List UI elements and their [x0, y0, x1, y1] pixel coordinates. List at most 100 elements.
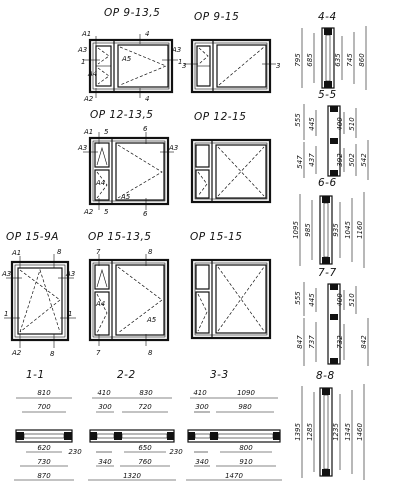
dim-4-4-745: 745 [346, 53, 354, 67]
mark-7-op15-top: 7 [96, 248, 101, 256]
mark-6-op12-top: 6 [143, 125, 148, 133]
dim-1-1-620: 620 [37, 444, 51, 452]
window-op9-15: 3 3 [182, 38, 280, 94]
title-section-1-1: 1-1 [26, 369, 45, 381]
mark-5-op12-top: 5 [104, 128, 109, 136]
title-op15-15: ОР 15-15 [190, 231, 242, 243]
dim-1-1-810: 810 [37, 389, 51, 397]
mark-5-op12-bottom: 5 [104, 208, 109, 216]
dim-7-7-400: 400 [336, 293, 344, 307]
window-op12-13-5: А1 А3 А4 А2 А5 А3 5 5 6 6 [77, 125, 178, 218]
dim-3-3-340: 340 [195, 458, 209, 466]
title-section-4-4: 4-4 [318, 11, 337, 23]
dim-6-6-1160: 1160 [356, 221, 364, 239]
dim-8-8-1345: 1345 [344, 423, 352, 441]
dim-4-4-860: 860 [358, 53, 366, 67]
dim-6-6-935: 935 [332, 223, 340, 237]
mark-a4-op15: А4 [95, 300, 105, 308]
mark-a5-op15: А5 [146, 316, 157, 324]
mark-a4-op12: А4 [95, 179, 105, 187]
dim-8-8-1460: 1460 [356, 423, 364, 441]
dim-8-8-1285: 1285 [306, 423, 314, 441]
mark-a4-op9: А4 [87, 70, 97, 78]
dim-5-5-502: 502 [348, 153, 356, 167]
title-section-2-2: 2-2 [117, 369, 136, 381]
dim-5-5-437: 437 [308, 153, 316, 167]
section-2-2: 410 830 300 720 230 650 340 760 1320 [68, 389, 176, 481]
title-section-8-8: 8-8 [316, 370, 335, 382]
dim-3-3-1470: 1470 [225, 472, 243, 480]
mark-a3-op9-right: А3 [171, 46, 181, 54]
mark-8-op15-bottom: 8 [148, 349, 153, 357]
mark-1-op15-9a-right: 1 [68, 310, 72, 318]
dim-3-3-300: 300 [195, 403, 209, 411]
title-op15-13-5: ОР 15-13,5 [88, 231, 151, 243]
dim-2-2-300: 300 [98, 403, 112, 411]
mark-4-op9-bottom: 4 [145, 95, 149, 103]
dim-2-2-1320: 1320 [123, 472, 141, 480]
mark-1-op15-9a-left: 1 [4, 310, 8, 318]
mark-1-op9-right: 1 [178, 58, 182, 66]
section-6-6: 1095 985 935 1045 1160 [292, 192, 365, 268]
dim-1-1-730: 730 [37, 458, 51, 466]
mark-3-op9-15-left: 3 [182, 62, 186, 70]
dim-5-5-542: 542 [360, 153, 368, 167]
mark-a3-op15-9a-right: А3 [65, 270, 75, 278]
section-7-7: 555 445 400 510 847 737 732 842 [294, 282, 369, 366]
window-op15-15 [190, 258, 272, 340]
section-3-3: 410 1090 300 980 230 800 340 910 1470 [169, 389, 282, 481]
section-8-8: 1395 1285 1235 1345 1460 [294, 384, 365, 480]
dim-3-3-910: 910 [239, 458, 253, 466]
dim-7-7-847: 847 [296, 335, 304, 349]
dim-3-3-230: 230 [169, 448, 183, 456]
title-op9-13-5: ОР 9-13,5 [104, 7, 160, 19]
window-op15-13-5: А4 А5 7 7 8 8 [88, 248, 170, 357]
dim-2-2-830: 830 [139, 389, 153, 397]
mark-a3-op9-left: А3 [77, 46, 87, 54]
mark-a2-op9: А2 [83, 95, 94, 103]
dim-3-3-980: 980 [238, 403, 252, 411]
dim-2-2-410: 410 [97, 389, 111, 397]
section-1-1: 810 700 620 730 870 [14, 389, 74, 481]
dim-1-1-700: 700 [37, 403, 51, 411]
dim-6-6-985: 985 [304, 223, 312, 237]
dim-7-7-555: 555 [294, 291, 302, 305]
dim-7-7-732: 732 [336, 335, 344, 349]
mark-a1-op12: А1 [83, 128, 93, 136]
mark-7-op15-bottom: 7 [96, 349, 101, 357]
window-op15-9a: А1 А3 А3 1 1 А2 8 8 [1, 248, 76, 358]
window-op12-15 [190, 138, 272, 204]
dim-6-6-1045: 1045 [344, 221, 352, 239]
dim-5-5-392: 392 [336, 153, 344, 167]
mark-a1-op15-9a: А1 [11, 249, 21, 257]
mark-6-op12-bottom: 6 [143, 210, 148, 218]
dim-8-8-1395: 1395 [294, 423, 302, 441]
dim-1-1-870: 870 [37, 472, 51, 480]
dim-6-6-1095: 1095 [292, 221, 300, 239]
title-section-7-7: 7-7 [318, 267, 337, 279]
mark-a5-op12: А5 [120, 193, 131, 201]
dim-7-7-445: 445 [308, 293, 316, 307]
mark-3-op9-15-right: 3 [276, 62, 280, 70]
mark-a2-op12: А2 [83, 208, 94, 216]
mark-8-op15-9a-top: 8 [57, 248, 62, 256]
dim-7-7-510: 510 [348, 293, 356, 307]
title-op9-15: ОР 9-15 [194, 11, 239, 23]
dim-8-8-1235: 1235 [332, 423, 340, 441]
title-section-3-3: 3-3 [210, 369, 229, 381]
dim-4-4-635: 635 [334, 53, 342, 67]
dim-2-2-650: 650 [138, 444, 152, 452]
dim-2-2-230: 230 [68, 448, 82, 456]
dim-5-5-555: 555 [294, 113, 302, 127]
section-4-4: 795 685 635 745 860 [294, 26, 367, 90]
dim-5-5-400: 400 [336, 117, 344, 131]
mark-8-op15-top: 8 [148, 248, 153, 256]
dim-4-4-685: 685 [306, 53, 314, 67]
title-op12-13-5: ОР 12-13,5 [90, 109, 153, 121]
mark-1-op9-left: 1 [81, 58, 85, 66]
mark-a1-op9: А1 [81, 30, 91, 38]
title-section-6-6: 6-6 [318, 177, 337, 189]
mark-a3-op12-left: А3 [77, 144, 87, 152]
window-op9-13-5: А1 А3 А4 А2 А5 А3 1 1 4 4 [77, 30, 182, 103]
